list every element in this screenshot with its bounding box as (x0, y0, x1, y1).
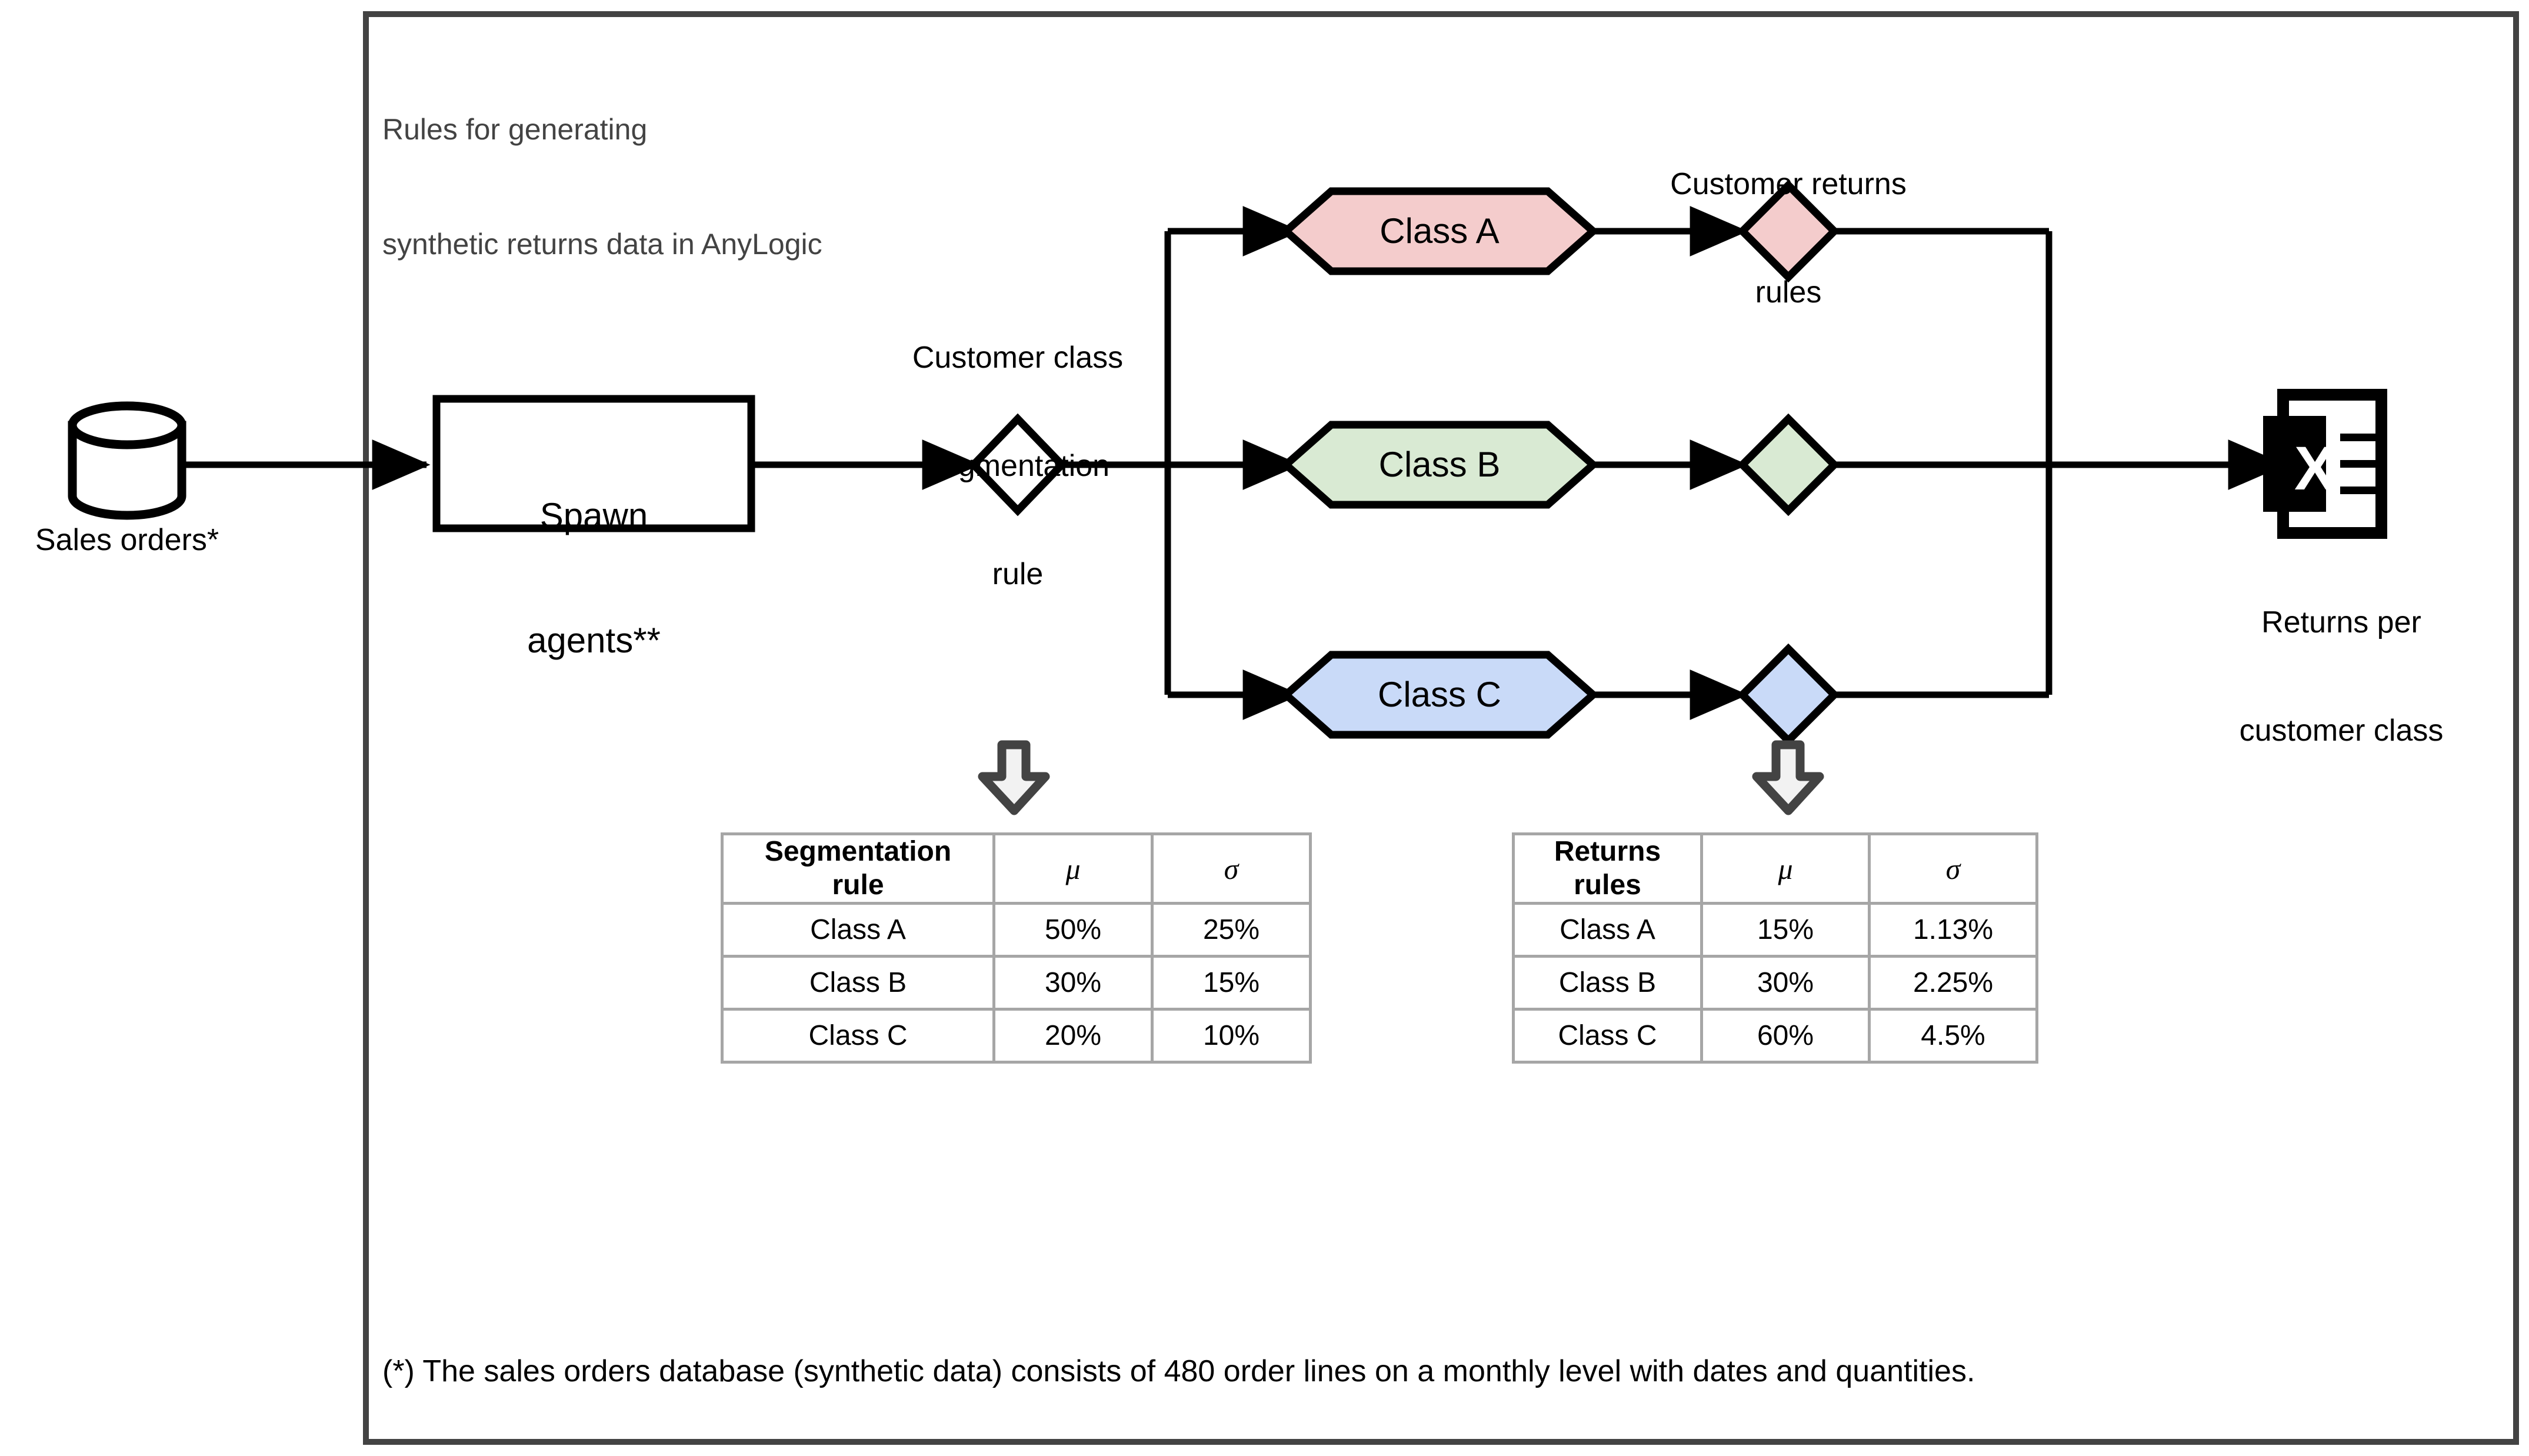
returns-table-header-mu: μ (1700, 832, 1871, 905)
segmentation-rule-annotation: Customer class segmentation rule (841, 268, 1194, 665)
returns-annot-line2: rules (1755, 275, 1822, 309)
table-row: Class A 15% 1.13% (1512, 902, 2038, 958)
segmentation-annot-line3: rule (992, 557, 1044, 591)
class-b-hexagon (1280, 421, 1599, 509)
returns-header-line1: Returns (1554, 836, 1661, 867)
segmentation-r1-c0: Class B (721, 955, 995, 1011)
down-block-arrow-returns (1752, 740, 1824, 815)
segmentation-r0-c2: 25% (1151, 902, 1312, 958)
sink-label-line1: Returns per (2261, 605, 2421, 639)
sink-label: Returns per customer class (2194, 532, 2488, 821)
database-cylinder-icon (68, 401, 186, 520)
segmentation-r1-c1: 30% (992, 955, 1154, 1011)
sink-label-line2: customer class (2239, 713, 2444, 748)
segmentation-r0-c1: 50% (992, 902, 1154, 958)
class-b-label: Class B (1378, 445, 1501, 484)
segmentation-r2-c0: Class C (721, 1008, 995, 1064)
returns-r0-c2: 1.13% (1868, 902, 2038, 958)
segmentation-annot-line1: Customer class (912, 340, 1124, 375)
down-block-arrow-segmentation (978, 740, 1050, 815)
returns-r1-c0: Class B (1512, 955, 1703, 1011)
table-row: Class C 20% 10% (721, 1008, 1312, 1064)
table-row: Class C 60% 4.5% (1512, 1008, 2038, 1064)
table-row: Class B 30% 15% (721, 955, 1312, 1011)
returns-r1-c2: 2.25% (1868, 955, 2038, 1011)
footnote-line-1: (*) The sales orders database (synthetic… (382, 1354, 1975, 1389)
table-row: Class A 50% 25% (721, 902, 1312, 958)
spawn-agents-box (432, 395, 755, 532)
spawn-agents-line2: agents** (527, 620, 661, 660)
returns-rule-diamond-b (1737, 413, 1840, 517)
page-title-line2: synthetic returns data in AnyLogic (382, 228, 822, 261)
returns-rules-table: Returns rules μ σ Class A 15% 1.13% Clas… (1512, 832, 2038, 1064)
segmentation-table-header-mu: μ (992, 832, 1154, 905)
segmentation-decision-diamond (968, 413, 1068, 517)
returns-r2-c2: 4.5% (1868, 1008, 2038, 1064)
footnote-block: (*) The sales orders database (synthetic… (382, 1274, 2477, 1456)
segmentation-table-header-rule: Segmentation rule (721, 832, 995, 905)
segmentation-table-header-sigma: σ (1151, 832, 1312, 905)
table-header-row: Segmentation rule μ σ (721, 832, 1312, 905)
returns-annot-line1: Customer returns (1670, 166, 1907, 201)
segmentation-r2-c2: 10% (1151, 1008, 1312, 1064)
returns-r0-c1: 15% (1700, 902, 1871, 958)
source-label: Sales orders* (35, 523, 219, 557)
page-title: Rules for generating synthetic returns d… (382, 34, 1088, 340)
class-c-label: Class C (1377, 675, 1502, 714)
segmentation-r2-c1: 20% (992, 1008, 1154, 1064)
returns-rule-diamond-a (1737, 179, 1840, 283)
returns-table-header-sigma: σ (1868, 832, 2038, 905)
returns-table-header-rule: Returns rules (1512, 832, 1703, 905)
segmentation-r1-c2: 15% (1151, 955, 1312, 1011)
class-a-hexagon (1280, 187, 1599, 275)
returns-r0-c0: Class A (1512, 902, 1703, 958)
returns-rules-annotation: Customer returns rules (1612, 94, 1965, 383)
returns-r1-c1: 30% (1700, 955, 1871, 1011)
spawn-agents-label: Spawn agents** (437, 412, 751, 745)
returns-r2-c0: Class C (1512, 1008, 1703, 1064)
returns-r2-c1: 60% (1700, 1008, 1871, 1064)
outer-frame (363, 11, 2519, 1445)
table-row: Class B 30% 2.25% (1512, 955, 2038, 1011)
segmentation-rule-table: Segmentation rule μ σ Class A 50% 25% Cl… (721, 832, 1312, 1064)
class-a-label: Class A (1380, 211, 1500, 251)
spawn-agents-line1: Spawn (539, 495, 648, 535)
page-title-line1: Rules for generating (382, 113, 648, 146)
segmentation-header-line1: Segmentation (764, 836, 952, 867)
table-header-row: Returns rules μ σ (1512, 832, 2038, 905)
segmentation-annot-line2: segmentation (925, 448, 1110, 483)
svg-text:X: X (2294, 434, 2335, 503)
returns-rule-diamond-c (1737, 643, 1840, 747)
class-c-hexagon (1280, 651, 1599, 739)
segmentation-r0-c0: Class A (721, 902, 995, 958)
excel-file-icon: X (2263, 389, 2387, 539)
returns-header-line2: rules (1574, 869, 1641, 901)
segmentation-header-line2: rule (832, 869, 884, 901)
